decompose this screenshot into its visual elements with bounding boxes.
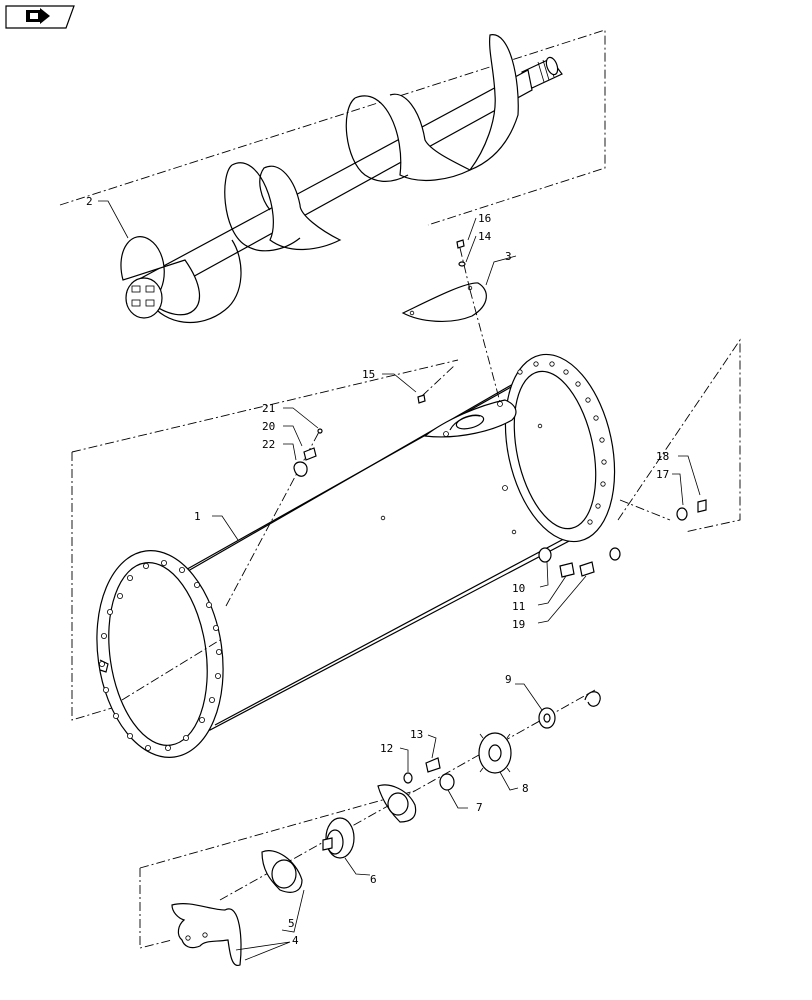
callout-1: 1 xyxy=(194,510,201,523)
auger-part xyxy=(59,29,606,324)
inspection-cover-part xyxy=(401,247,501,403)
callout-14: 14 xyxy=(478,230,492,243)
callout-4: 4 xyxy=(292,934,299,947)
back-nav-button[interactable] xyxy=(5,5,75,29)
bearing-assembly xyxy=(139,689,601,966)
hardware-10-11-19 xyxy=(538,547,621,578)
callout-18: 18 xyxy=(656,450,669,463)
callout-8: 8 xyxy=(522,782,529,795)
callout-labels: 1 2 3 4 5 6 7 8 9 10 11 12 13 14 15 16 1… xyxy=(86,195,669,947)
auger-tube-part xyxy=(71,338,741,758)
callout-19: 19 xyxy=(512,618,525,631)
hardware-16-14 xyxy=(456,239,466,267)
far-flange-bolt-holes xyxy=(517,361,607,525)
callout-20: 20 xyxy=(262,420,275,433)
callout-10: 10 xyxy=(512,582,525,595)
callout-6: 6 xyxy=(370,873,377,886)
callout-13: 13 xyxy=(410,728,423,741)
flange-bolt-holes xyxy=(99,560,222,752)
callout-22: 22 xyxy=(262,438,275,451)
callout-3: 3 xyxy=(505,250,512,263)
callout-17: 17 xyxy=(656,468,669,481)
callout-12: 12 xyxy=(380,742,393,755)
callout-2: 2 xyxy=(86,195,93,208)
callout-16: 16 xyxy=(478,212,491,225)
hardware-17-18 xyxy=(676,499,707,521)
callout-15: 15 xyxy=(362,368,375,381)
callout-7: 7 xyxy=(476,801,483,814)
callout-9: 9 xyxy=(505,673,512,686)
hardware-21-20-22 xyxy=(293,428,323,477)
callout-21: 21 xyxy=(262,402,275,415)
callout-11: 11 xyxy=(512,600,525,613)
callout-5: 5 xyxy=(288,917,295,930)
back-arrow-icon xyxy=(26,8,50,24)
hardware-15 xyxy=(417,364,456,404)
leader-lines xyxy=(98,200,701,961)
